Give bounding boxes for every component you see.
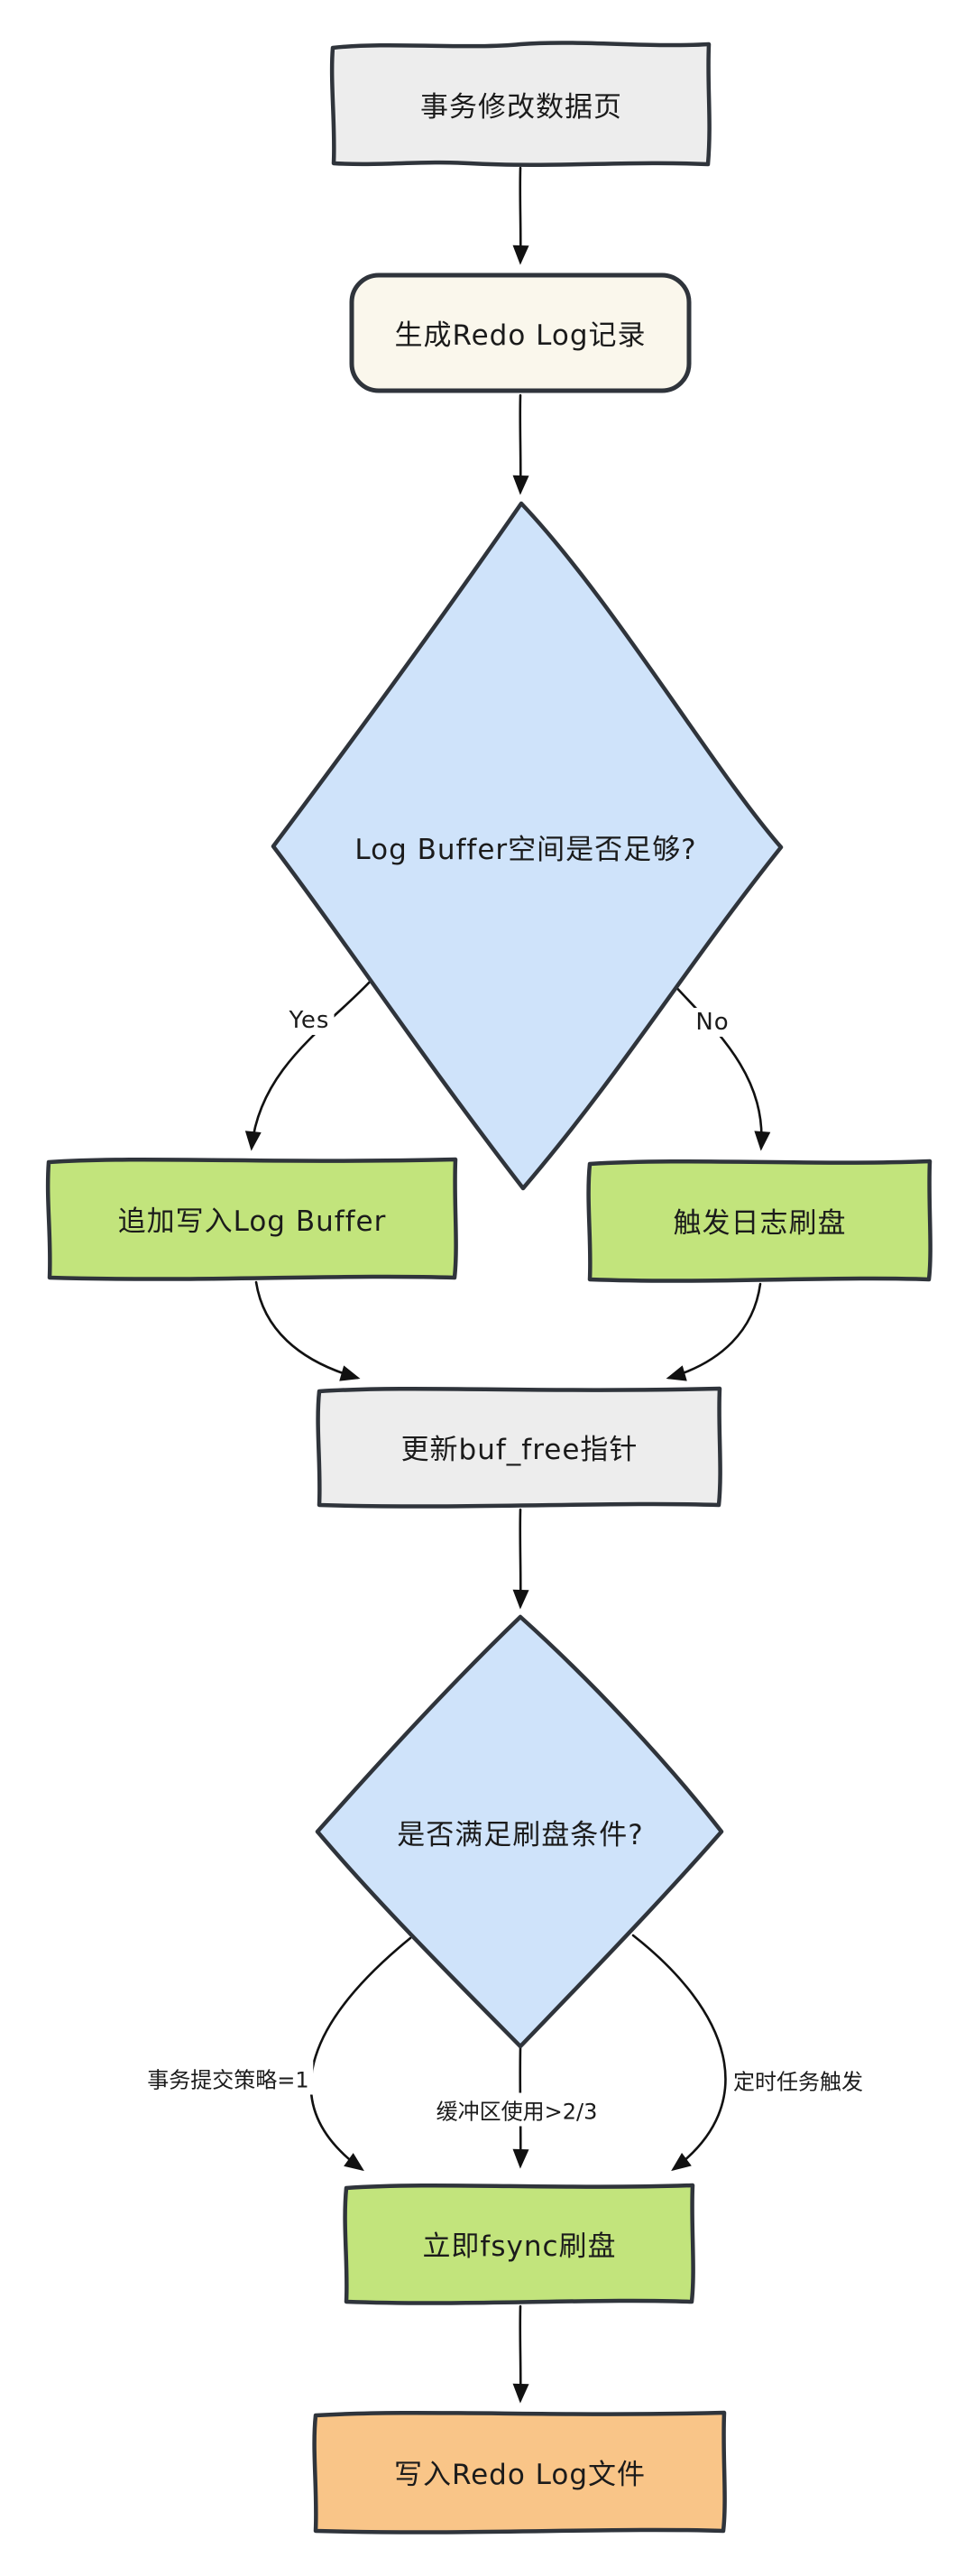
edge-label-no: No (691, 1008, 734, 1037)
edge-label-commit-policy: 事务提交策略=1 (142, 2061, 314, 2095)
arrow-yes-branch (244, 978, 373, 1151)
arrow-commit-policy-branch (309, 1936, 412, 2172)
node-decision-flush-shape (315, 1614, 724, 2049)
node-start-shape (329, 41, 712, 167)
node-generate-shape (349, 272, 692, 393)
edge-label-timer: 定时任务触发 (729, 2063, 868, 2097)
edge-label-yes: Yes (284, 1006, 335, 1035)
arrow-no-branch (669, 980, 771, 1151)
arrow-trigger-to-update (666, 1282, 762, 1381)
node-append-shape (45, 1157, 458, 1281)
node-update-pointer-shape (316, 1386, 722, 1509)
arrow-fsync-to-write (512, 2304, 529, 2404)
edge-label-buffer-usage: 缓冲区使用>2/3 (431, 2092, 602, 2127)
arrow-append-to-update (254, 1280, 361, 1381)
node-write-file-shape (312, 2410, 727, 2534)
node-trigger-flush-shape (586, 1159, 933, 1283)
node-decision-buffer-shape (271, 501, 784, 1191)
arrow-update-to-decision2 (512, 1508, 529, 1610)
arrow-timer-branch (631, 1934, 727, 2172)
node-fsync-shape (343, 2183, 695, 2305)
arrow-start-to-generate (512, 166, 529, 265)
arrow-generate-to-decision1 (512, 393, 529, 495)
